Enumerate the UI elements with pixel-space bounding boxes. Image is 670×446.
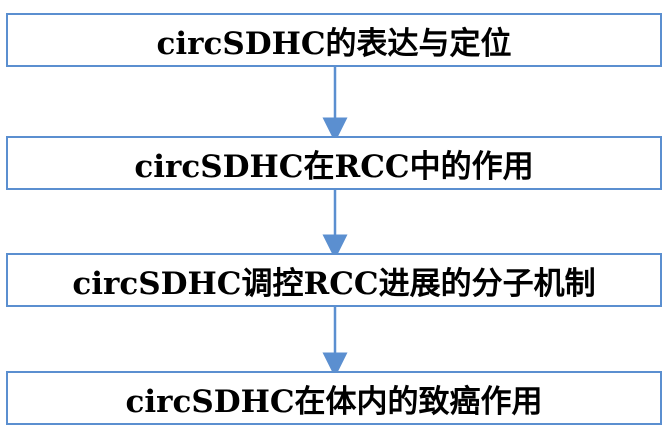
step-box-molecular-mechanism: circSDHC调控RCC进展的分子机制: [6, 253, 662, 307]
step-box-role-in-rcc: circSDHC在RCC中的作用: [6, 136, 662, 190]
step-box-in-vivo-oncogenic-role: circSDHC在体内的致癌作用: [6, 371, 662, 425]
step-label: circSDHC的表达与定位: [156, 25, 512, 62]
step-label: circSDHC在RCC中的作用: [134, 148, 534, 185]
step-box-expression-localization: circSDHC的表达与定位: [6, 13, 662, 67]
step-label: circSDHC调控RCC进展的分子机制: [72, 265, 596, 302]
step-label: circSDHC在体内的致癌作用: [125, 383, 543, 420]
